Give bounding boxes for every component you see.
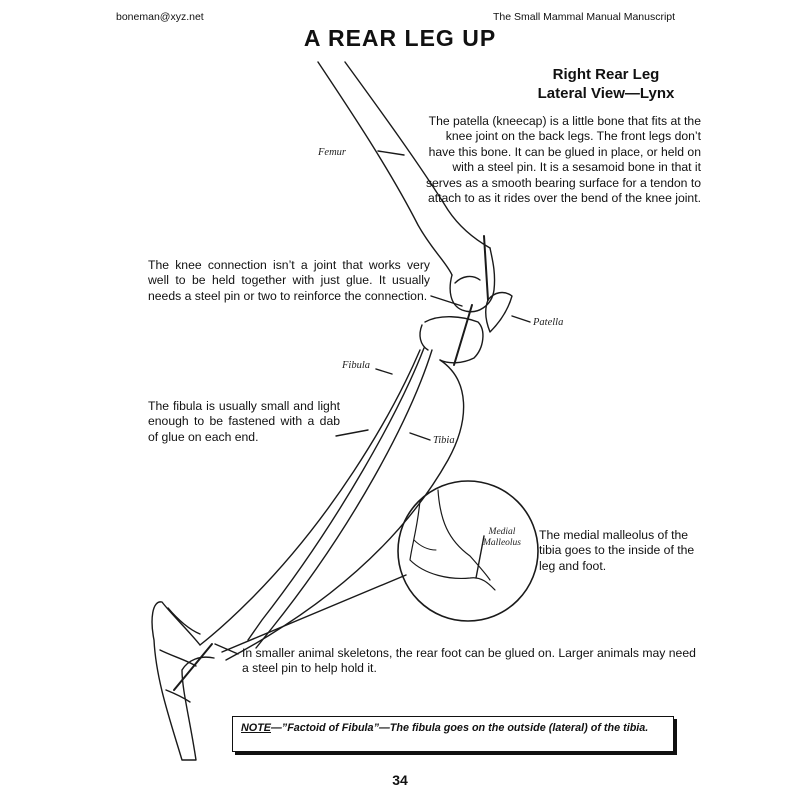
label-tibia: Tibia [433, 435, 455, 446]
knee-pointer [431, 296, 462, 306]
inset-connector [222, 575, 406, 652]
label-patella: Patella [533, 317, 563, 328]
fibula-paragraph: The fibula is usually small and light en… [148, 399, 340, 445]
patella-paragraph: The patella (kneecap) is a little bone t… [425, 114, 701, 206]
patella-bone [486, 293, 512, 332]
knee-paragraph: The knee connection isn’t a joint that w… [148, 258, 430, 304]
patella-label-pointer [512, 316, 530, 322]
label-femur: Femur [318, 147, 346, 158]
fibula-bone [248, 348, 424, 640]
tibia-pointer [410, 433, 430, 440]
label-medial-line-1: Medial [472, 527, 532, 538]
note-prefix: NOTE [241, 722, 271, 734]
fibula-glue-pointer [336, 430, 368, 436]
label-fibula: Fibula [342, 360, 370, 371]
page-number: 34 [0, 772, 800, 788]
note-body: —”Factoid of Fibula”—The fibula goes on … [271, 722, 648, 734]
note-box: NOTE—”Factoid of Fibula”—The fibula goes… [232, 716, 674, 752]
foot-bones [152, 602, 214, 760]
foot-pointer [215, 644, 238, 654]
malleolus-paragraph: The medial malleolus of the tibia goes t… [539, 528, 699, 574]
knee-pin-line [454, 305, 472, 365]
tibia-head [425, 317, 483, 363]
label-medial-line-2: Malleolus [472, 538, 532, 549]
foot-paragraph: In smaller animal skeletons, the rear fo… [242, 646, 702, 677]
ankle-pin-line [174, 644, 212, 690]
label-medial-malleolus: Medial Malleolus [472, 527, 532, 549]
malleolus-inset-circle [398, 481, 538, 621]
fibula-pointer [376, 369, 392, 374]
femur-pointer [378, 151, 404, 155]
